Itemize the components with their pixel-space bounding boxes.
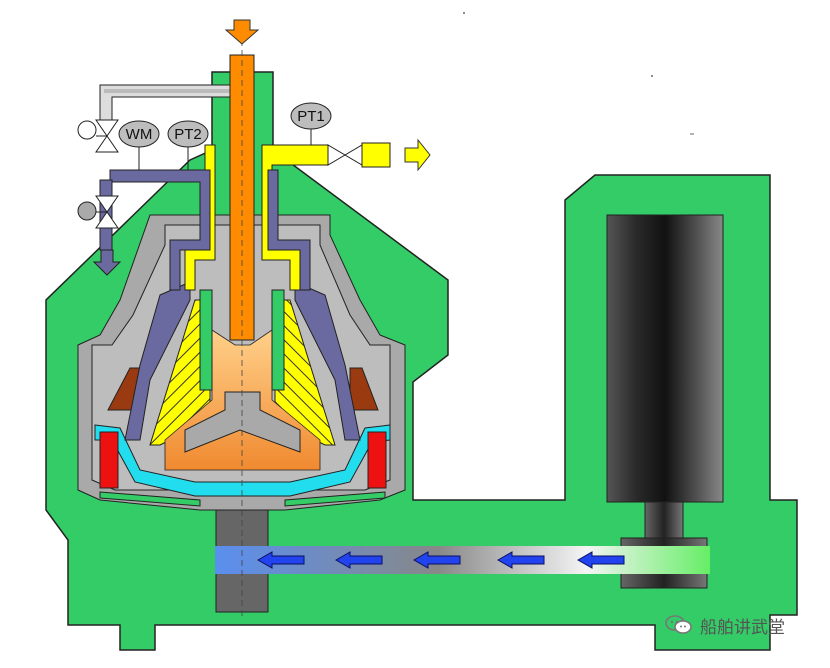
distributor-cone: [184, 391, 301, 453]
gauge-pt1-label: PT1: [297, 108, 325, 125]
valve-upper[interactable]: [77, 119, 119, 153]
light-phase-outlet-pipe: [361, 142, 391, 168]
distributor-col-right: [271, 289, 285, 391]
distributor-col-left: [199, 289, 213, 391]
gauge-pt1: PT1: [290, 102, 332, 145]
inlet-gray-pipe-inner: [104, 89, 230, 93]
stray-dot-2: [651, 75, 653, 77]
feed-inlet-arrow: [224, 19, 260, 45]
sludge-port-right: [367, 431, 387, 489]
flow-arrow-4: [496, 551, 545, 569]
heavy-phase-right-wall: [294, 281, 361, 441]
heavy-phase-pipe-left: [109, 169, 211, 291]
motor: [606, 214, 724, 503]
watermark: 船舶讲武堂: [664, 612, 785, 638]
flow-arrow-2: [334, 551, 383, 569]
feed-pipe: [229, 54, 255, 341]
flow-arrow-3: [412, 551, 461, 569]
cyan-lining: [94, 424, 391, 497]
light-phase-outlet-arrow: [404, 138, 431, 172]
gauge-wm-label: WM: [126, 126, 153, 143]
outlet-valve[interactable]: [327, 144, 363, 166]
wechat-icon: [665, 615, 692, 634]
flow-arrow-5: [576, 551, 625, 569]
gauge-pt2-label: PT2: [174, 126, 202, 143]
bowl-bottom-green: [99, 491, 386, 507]
motor-shaft: [644, 501, 684, 539]
flow-arrows: [256, 551, 625, 569]
heavy-phase-pipe-right: [267, 169, 311, 291]
gauge-wm: WM: [118, 120, 160, 170]
gauge-pt2: PT2: [167, 120, 209, 170]
drain-arrow: [92, 249, 122, 276]
stray-dot-1: [463, 12, 465, 14]
watermark-text: 船舶讲武堂: [700, 617, 785, 638]
disc-stack-right: [274, 299, 336, 446]
valve-lower[interactable]: [77, 195, 119, 229]
sludge-port-left: [99, 431, 119, 489]
flow-arrow-1: [256, 551, 305, 569]
